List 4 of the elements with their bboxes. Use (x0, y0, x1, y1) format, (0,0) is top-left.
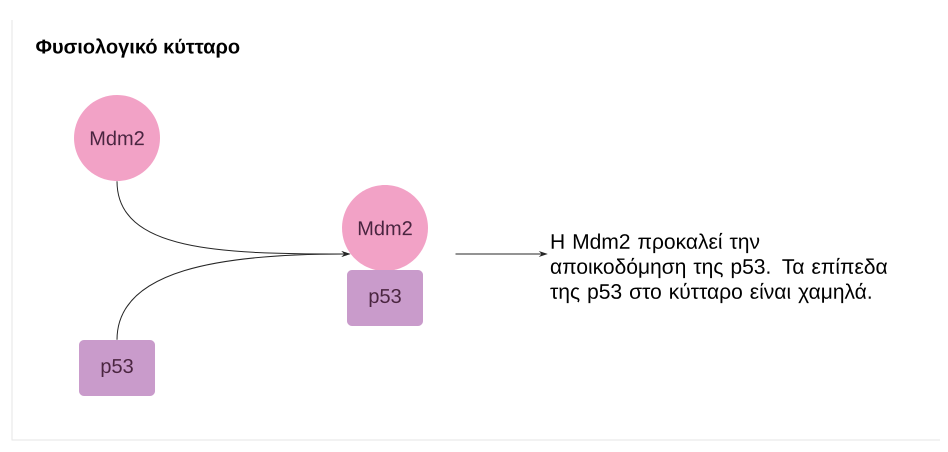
description-text: Η Mdm2 προκαλεί την αποικοδόμηση της p53. Τα επίπεδα της p53 στο κύτταρο είναι χαμηλά. (550, 232, 888, 304)
protein-box: p53 (347, 270, 423, 326)
protein-box: p53 (79, 340, 155, 396)
title: Φυσιολογικό κύτταρο (36, 38, 240, 58)
